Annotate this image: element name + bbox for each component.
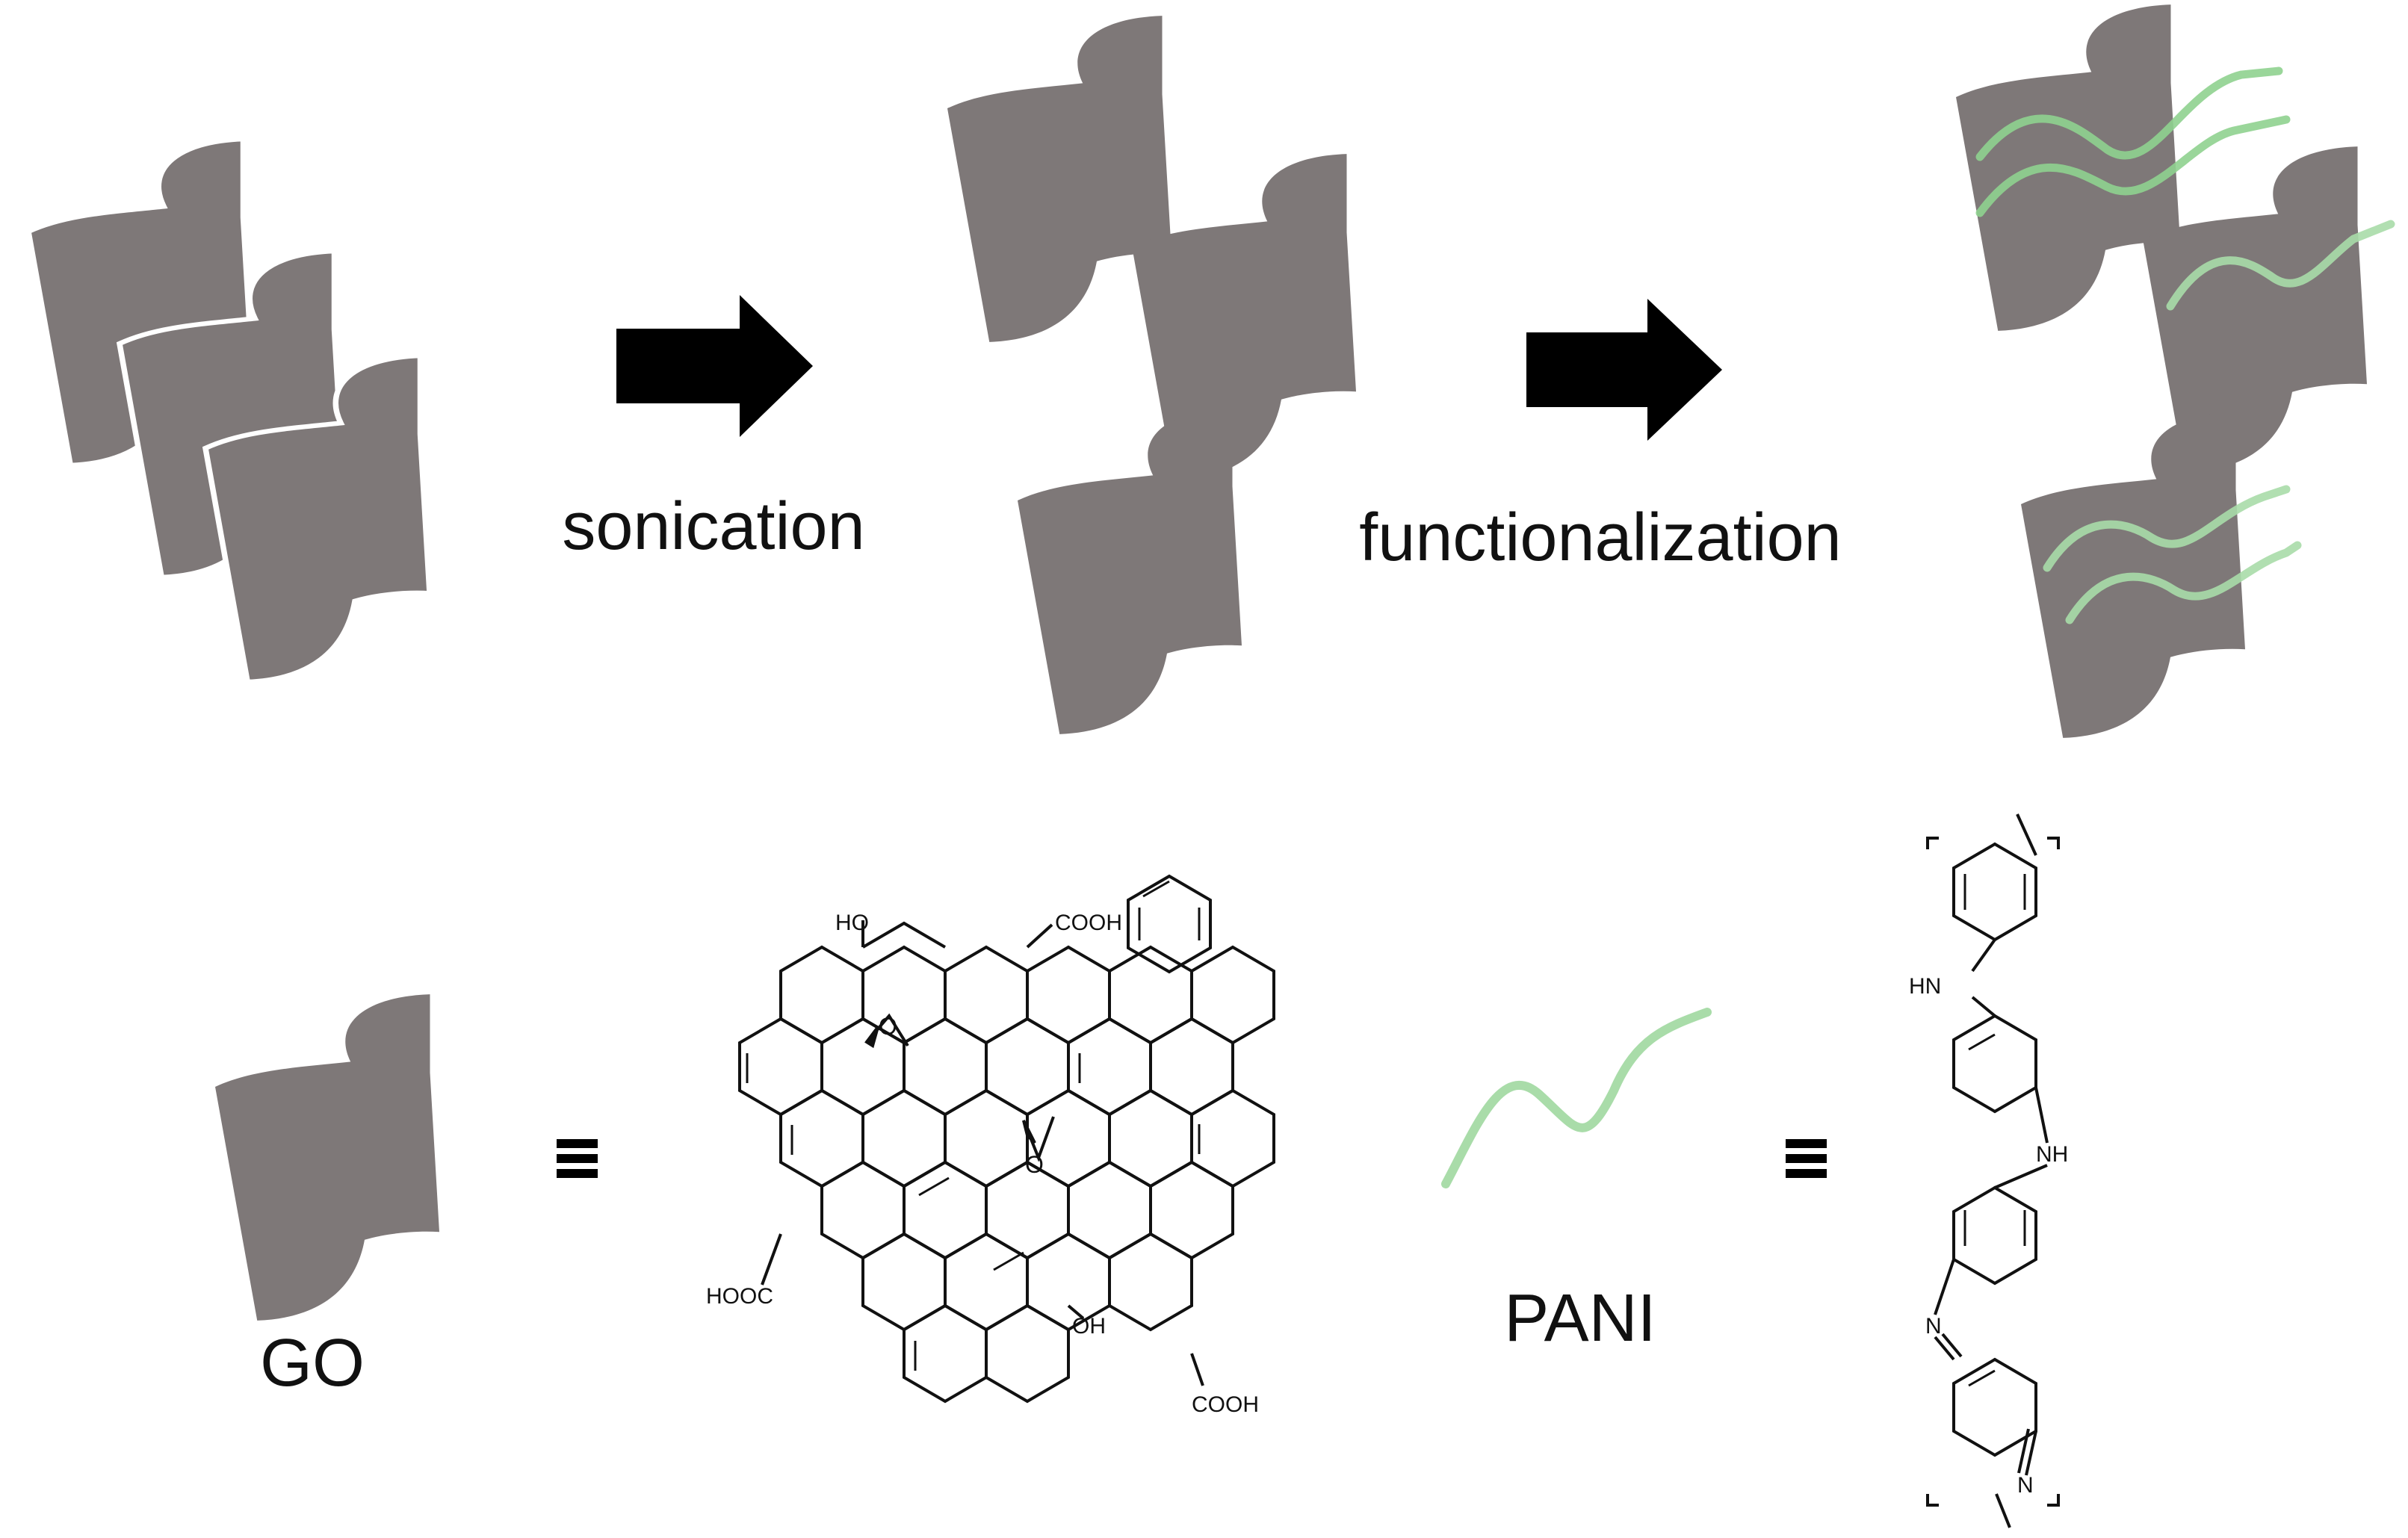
pani-chain-icon [1441,1008,1712,1188]
functionalized-sheet-1 [1956,4,2291,331]
exfoliated-sheet-1 [947,16,1171,342]
functionalized-sheet-2 [2143,146,2395,473]
equivalence-symbol-go [557,1139,598,1178]
pani-label: PANI [1504,1281,1656,1356]
equivalence-symbol-pani [1786,1139,1827,1178]
go-sheet-icon [215,994,439,1321]
go-hydroxyl-top: HO [835,911,869,935]
step-label-sonication: sonication [562,489,864,564]
pani-imine-1: N [1925,1314,1942,1339]
go-epoxide-oxygen-2: O [1025,1151,1044,1178]
go-carboxyl-left: HOOC [706,1284,773,1309]
go-functional-groups: HO COOH HOOC OH COOH O O [706,911,1259,1417]
go-epoxide-oxygen-1: O [879,1013,897,1040]
go-chemical-structure [738,874,1275,1404]
go-carboxyl-top: COOH [1055,911,1122,935]
exfoliated-go-sheets [947,16,1356,734]
arrow-functionalization [1526,299,1722,441]
go-label: GO [260,1326,365,1401]
pani-chemical-structure [1926,813,2060,1528]
functionalized-sheet-3 [2021,412,2302,738]
exfoliated-sheet-3 [1018,408,1242,734]
functionalized-sheets [1956,4,2395,738]
pani-nitrogen-labels: HN NH N N [1909,974,2068,1498]
go-hydroxyl-bottom: OH [1072,1314,1106,1339]
pani-amine-2: NH [2036,1142,2068,1167]
stacked-go-sheets [28,139,430,682]
pani-amine-1: HN [1909,974,1941,999]
arrow-sonication [616,295,813,437]
step-label-functionalization: functionalization [1359,500,1841,575]
pani-imine-2: N [2017,1473,2034,1498]
go-carboxyl-bottom: COOH [1192,1392,1259,1417]
